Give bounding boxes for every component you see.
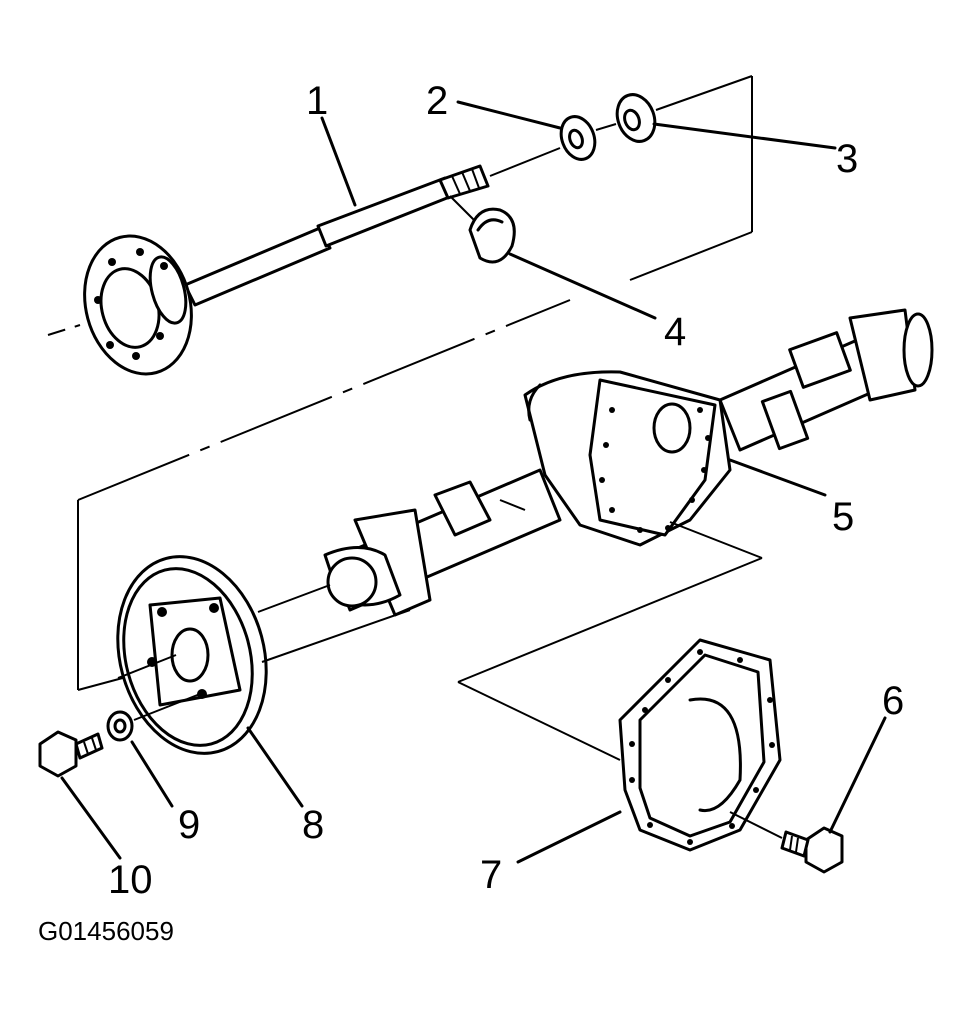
callout-4: 4 (664, 310, 686, 354)
callout-10: 10 (108, 858, 153, 902)
axle-lock-clip (449, 195, 516, 264)
figure-id: G01456059 (38, 916, 174, 946)
axle-housing (323, 308, 934, 617)
axle-seal (615, 93, 657, 143)
axle-shaft (47, 164, 490, 376)
callout-5: 5 (832, 495, 854, 539)
cover-bolt (729, 811, 844, 874)
wheel-bearing (559, 115, 597, 161)
callout-8: 8 (302, 803, 324, 847)
backing-plate-bolt (38, 730, 104, 778)
differential-cover (618, 638, 782, 852)
callout-1: 1 (306, 79, 328, 123)
washer-nut (106, 693, 201, 742)
brake-backing-plate (116, 555, 411, 755)
callout-3: 3 (836, 137, 858, 181)
callout-2: 2 (426, 79, 448, 123)
callout-9: 9 (178, 803, 200, 847)
callout-7: 7 (480, 853, 502, 897)
callout-6: 6 (882, 679, 904, 723)
leader-lines (60, 100, 887, 864)
